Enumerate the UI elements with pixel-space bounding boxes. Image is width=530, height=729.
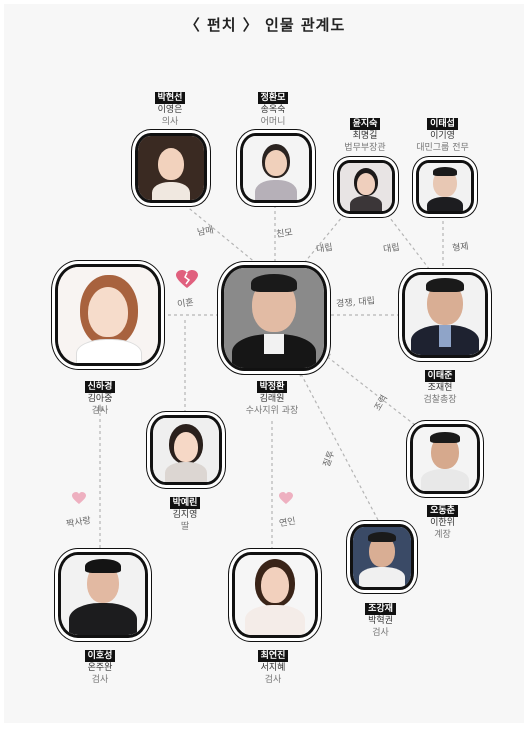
person-choi-yeonjin-caption: 최연진 서지혜 검사 (233, 650, 313, 686)
lover-heart-icon (279, 492, 293, 504)
role-job: 의사 (161, 117, 179, 127)
person-cho-kangjae-caption: 조강재 박혁권 검사 (343, 603, 418, 639)
role-job: 계장 (434, 530, 451, 540)
role-job: 수사지위 과장 (245, 406, 299, 416)
role-job: 딸 (180, 522, 190, 532)
role-name: 정환모 (257, 92, 289, 104)
role-name: 박예린 (169, 497, 201, 509)
portrait-park-yerin (150, 415, 222, 485)
role-name: 이태준 (424, 370, 456, 382)
portrait-oh-dongchun (410, 424, 480, 494)
actor-name: 이기영 (430, 131, 455, 141)
person-jung-hwanmo-caption: 정환모 송옥숙 어머니 (238, 92, 308, 128)
role-name: 오동춘 (427, 505, 458, 517)
person-yoon-jisook-caption: 윤지숙 최명길 법무부장관 (330, 118, 400, 154)
portrait-choi-yeonjin (232, 552, 318, 638)
line-dongchun-junghwan (324, 354, 416, 426)
line-hyunsun-junghwan (184, 204, 263, 269)
person-lee-taejun-caption: 이태준 조재현 검찰총장 (400, 370, 480, 406)
portrait-park-junghwan (221, 265, 327, 371)
actor-name: 최명길 (352, 131, 378, 141)
person-oh-dongchun-caption: 오동춘 이한위 계장 (405, 505, 480, 541)
actor-name: 이한위 (430, 518, 455, 528)
arrow-hosung (96, 404, 104, 411)
role-name: 이태섭 (427, 118, 458, 130)
person-park-junghwan-caption: 박정환 김래원 수사지위 과장 (232, 381, 312, 417)
role-job: 검사 (91, 406, 109, 416)
page-title: 〈 펀치 〉 인물 관계도 (184, 16, 346, 34)
role-job: 대민그룹 전무 (416, 143, 469, 153)
line-jisook-junghwan (299, 204, 353, 269)
role-name: 이호성 (84, 650, 116, 662)
person-park-hyunsun-caption: 박현선 이영은 의사 (135, 92, 205, 128)
role-name: 조강재 (365, 603, 396, 615)
role-job: 검사 (264, 675, 282, 685)
role-job: 검찰총장 (423, 395, 457, 405)
actor-name: 김지영 (172, 510, 198, 520)
role-name: 최연진 (257, 650, 289, 662)
portrait-lee-hosung (58, 552, 148, 638)
relation-label-mother: 친모 (275, 227, 294, 241)
actor-name: 이영은 (157, 105, 183, 115)
actor-name: 송옥숙 (260, 105, 286, 115)
arrow-hwanmo (271, 261, 279, 268)
portrait-yoon-jisook (337, 160, 395, 214)
portrait-lee-taejun (402, 272, 488, 358)
actor-name: 조재현 (427, 383, 453, 393)
role-job: 검사 (91, 675, 109, 685)
role-job: 검사 (372, 628, 389, 638)
actor-name: 박혁권 (368, 616, 393, 626)
role-job: 어머니 (260, 117, 286, 127)
portrait-lee-taesub (416, 160, 474, 214)
person-lee-taesub-caption: 이태섭 이기영 대민그룹 전무 (405, 118, 480, 154)
relation-label-conflict1: 대립 (315, 242, 334, 256)
crush-heart-icon (72, 492, 86, 504)
role-name: 신하경 (84, 381, 116, 393)
relation-label-siblings: 형제 (451, 241, 470, 255)
line-kangjae-junghwan (299, 371, 379, 521)
actor-name: 온주완 (87, 663, 113, 673)
actor-name: 서지혜 (260, 663, 286, 673)
person-lee-hosung-caption: 이호성 온주완 검사 (60, 650, 140, 686)
portrait-jung-hwanmo (240, 133, 312, 203)
person-shin-hagyeong-caption: 신하경 김아중 검사 (60, 381, 140, 417)
relation-label-ex-wife: 이혼 (176, 297, 195, 311)
role-name: 박정환 (256, 381, 288, 393)
portrait-shin-hagyeong (55, 264, 161, 366)
portrait-park-hyunsun (135, 133, 207, 203)
broken-heart-icon (176, 270, 198, 288)
person-park-yerin-caption: 박예린 김지영 딸 (150, 497, 220, 533)
role-name: 윤지숙 (349, 118, 381, 130)
actor-name: 김아중 (87, 394, 113, 404)
relation-label-conflict2: 대립 (382, 242, 401, 256)
line-jisook-taejun (379, 204, 431, 271)
portrait-cho-kangjae (350, 524, 414, 590)
role-name: 박현선 (154, 92, 186, 104)
role-job: 법무부장관 (344, 143, 386, 153)
actor-name: 김래원 (259, 394, 285, 404)
